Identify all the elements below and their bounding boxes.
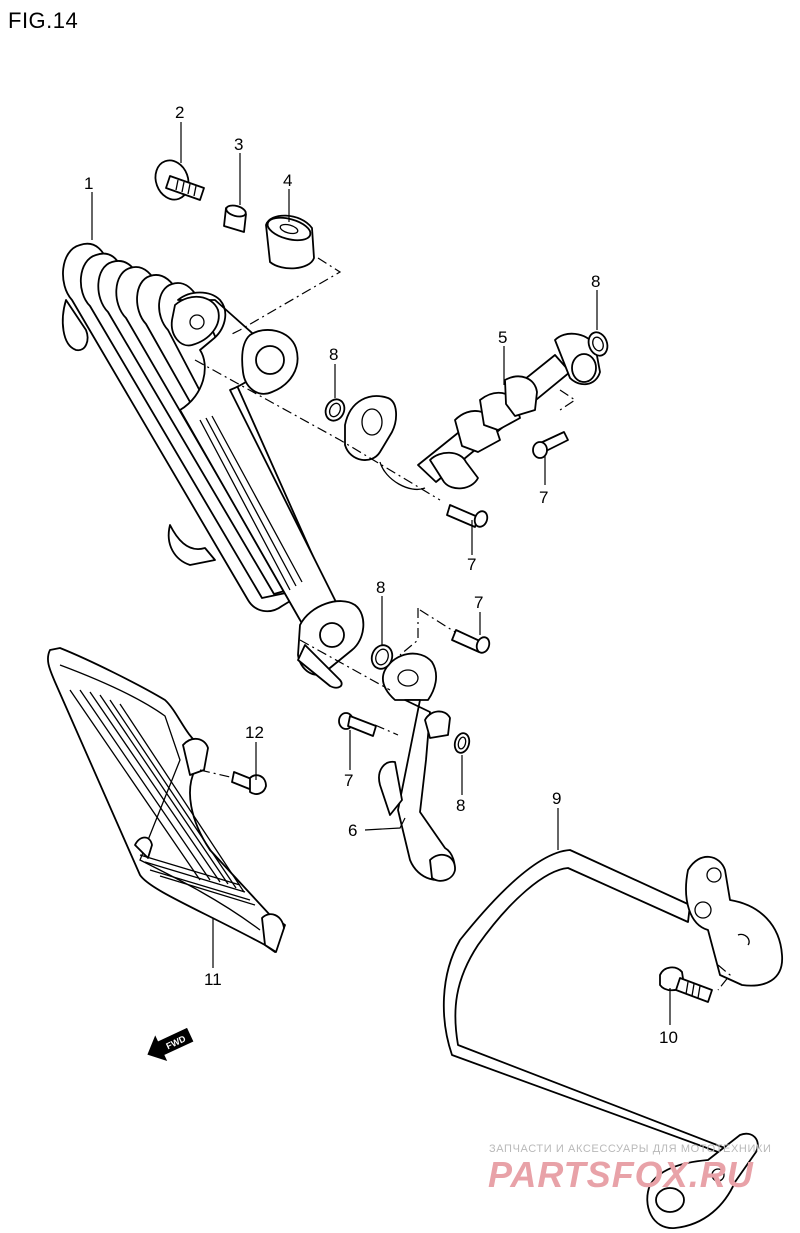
assembly-lines bbox=[194, 257, 731, 991]
callout-1: 1 bbox=[84, 174, 93, 193]
bolt-7-c bbox=[451, 629, 491, 654]
callout-12: 12 bbox=[245, 723, 264, 742]
o-ring-8-d bbox=[453, 732, 471, 754]
callout-7-b: 7 bbox=[539, 488, 548, 507]
callout-labels: 1 2 3 4 5 6 7 7 7 7 8 8 8 8 9 10 11 12 bbox=[84, 103, 678, 1047]
o-ring-8-c bbox=[370, 644, 394, 670]
watermark-brand: PARTSFOX.RU bbox=[488, 1154, 754, 1195]
callout-3: 3 bbox=[234, 135, 243, 154]
bolt-7-b bbox=[532, 431, 569, 459]
bolt-7-d bbox=[338, 712, 377, 737]
collar bbox=[223, 204, 247, 233]
fwd-arrow: FWD bbox=[147, 1027, 194, 1061]
callout-8-b: 8 bbox=[591, 272, 600, 291]
callout-7-c: 7 bbox=[474, 593, 483, 612]
bolt-with-washer bbox=[154, 159, 205, 201]
watermark-tagline: ЗАПЧАСТИ И АКСЕССУАРЫ ДЛЯ МОТОТЕХНИКИ bbox=[489, 1143, 771, 1155]
grommet bbox=[265, 214, 315, 270]
watermark: ЗАПЧАСТИ И АКСЕССУАРЫ ДЛЯ МОТОТЕХНИКИ PA… bbox=[488, 1143, 771, 1195]
leader-lines bbox=[91, 122, 671, 1025]
cooler-screen-cover bbox=[47, 647, 286, 953]
callout-8-d: 8 bbox=[456, 796, 465, 815]
callout-9: 9 bbox=[552, 789, 561, 808]
callout-2: 2 bbox=[175, 103, 184, 122]
callout-6: 6 bbox=[348, 821, 357, 840]
callout-7-a: 7 bbox=[467, 555, 476, 574]
bolt-7-a bbox=[446, 504, 489, 528]
callout-7-d: 7 bbox=[344, 771, 353, 790]
callout-4: 4 bbox=[283, 171, 292, 190]
callout-5: 5 bbox=[498, 328, 507, 347]
figure-title: FIG.14 bbox=[8, 8, 79, 33]
callout-11: 11 bbox=[204, 970, 222, 989]
o-ring-8-a bbox=[324, 398, 346, 422]
upper-oil-hose bbox=[344, 332, 601, 490]
oil-cooler bbox=[61, 242, 365, 689]
guard-bar bbox=[442, 849, 783, 1229]
o-ring-8-b bbox=[587, 331, 609, 357]
callout-8-c: 8 bbox=[376, 578, 385, 597]
bolt-10 bbox=[659, 966, 713, 1003]
bolt-12 bbox=[231, 771, 267, 795]
callout-8-a: 8 bbox=[329, 345, 338, 364]
lower-oil-pipe bbox=[378, 652, 456, 882]
callout-10: 10 bbox=[659, 1028, 678, 1047]
